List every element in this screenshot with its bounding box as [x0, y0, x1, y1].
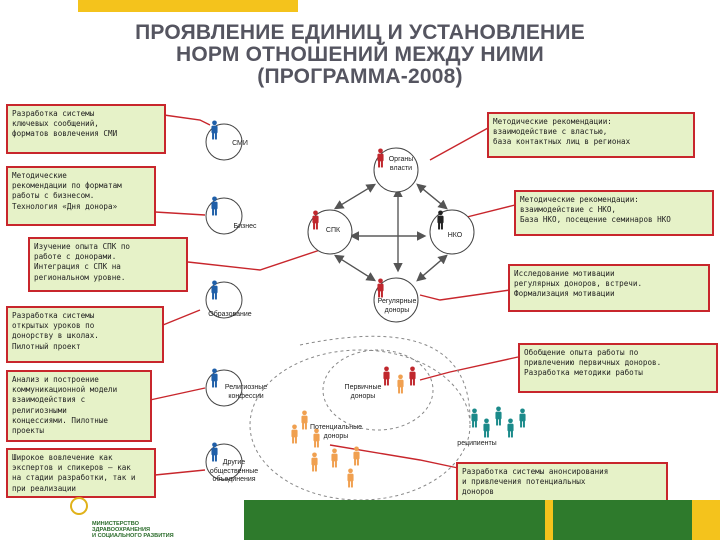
title-line-2: НОРМ ОТНОШЕНИЙ МЕЖДУ НИМИ	[176, 43, 544, 66]
left-box-spk: Изучение опыта СПК по работе с донорами.…	[28, 237, 188, 292]
node-label-education: Образование	[208, 311, 252, 318]
right-box-gov: Методические рекомендации: взаимодействи…	[487, 112, 695, 158]
footer-green-band	[244, 500, 720, 540]
node-label-primary: Первичные доноры	[344, 384, 382, 400]
left-box-religion: Анализ и построение коммуникационной мод…	[6, 370, 152, 442]
title-line-3: (ПРОГРАММА-2008)	[257, 65, 463, 88]
left-box-business: Методические рекомендации по форматам ра…	[6, 166, 156, 226]
ministry-name: МИНИСТЕРСТВО ЗДРАВООХРАНЕНИЯ И СОЦИАЛЬНО…	[92, 521, 174, 539]
title-line-1: ПРОЯВЛЕНИЕ ЕДИНИЦ И УСТАНОВЛЕНИЕ	[135, 21, 585, 44]
node-label-recipients: реципиенты	[457, 440, 497, 447]
left-box-experts: Широкое вовлечение как экспертов и спике…	[6, 448, 156, 498]
right-box-nko: Методические рекомендации: взаимодействи…	[514, 190, 714, 236]
node-label-spk: СПК	[325, 227, 341, 234]
person-icons	[211, 120, 526, 488]
relation-arrows	[333, 183, 448, 282]
page-title: ПРОЯВЛЕНИЕ ЕДИНИЦ И УСТАНОВЛЕНИЕ НОРМ ОТ…	[0, 22, 720, 88]
footer-yellow-corner	[692, 500, 720, 540]
top-accent-bar	[78, 0, 298, 12]
right-box-primary: Обобщение опыта работы по привлечению пе…	[518, 343, 718, 393]
left-box-media: Разработка системы ключевых сообщений, ф…	[6, 104, 166, 154]
connector-lines	[149, 114, 519, 476]
node-label-regular: Регулярные доноры	[377, 298, 417, 314]
node-label-nko: НКО	[447, 232, 463, 239]
node-label-potential: Потенциальные доноры	[310, 424, 362, 440]
right-box-regular: Исследование мотивации регулярных доноро…	[508, 264, 710, 312]
node-label-other: Другие общественные объединения	[209, 459, 259, 483]
node-label-religion: Религиозные конфессии	[224, 384, 268, 400]
ministry-logo-icon	[70, 497, 88, 515]
left-box-schools: Разработка системы открытых уроков по до…	[6, 306, 164, 363]
footer-yellow-stripe	[545, 500, 553, 540]
donor-orbits	[249, 335, 471, 501]
node-label-business: Бизнес	[233, 223, 257, 230]
node-label-gov: Органы власти	[388, 156, 414, 172]
node-label-smi: СМИ	[232, 140, 248, 147]
